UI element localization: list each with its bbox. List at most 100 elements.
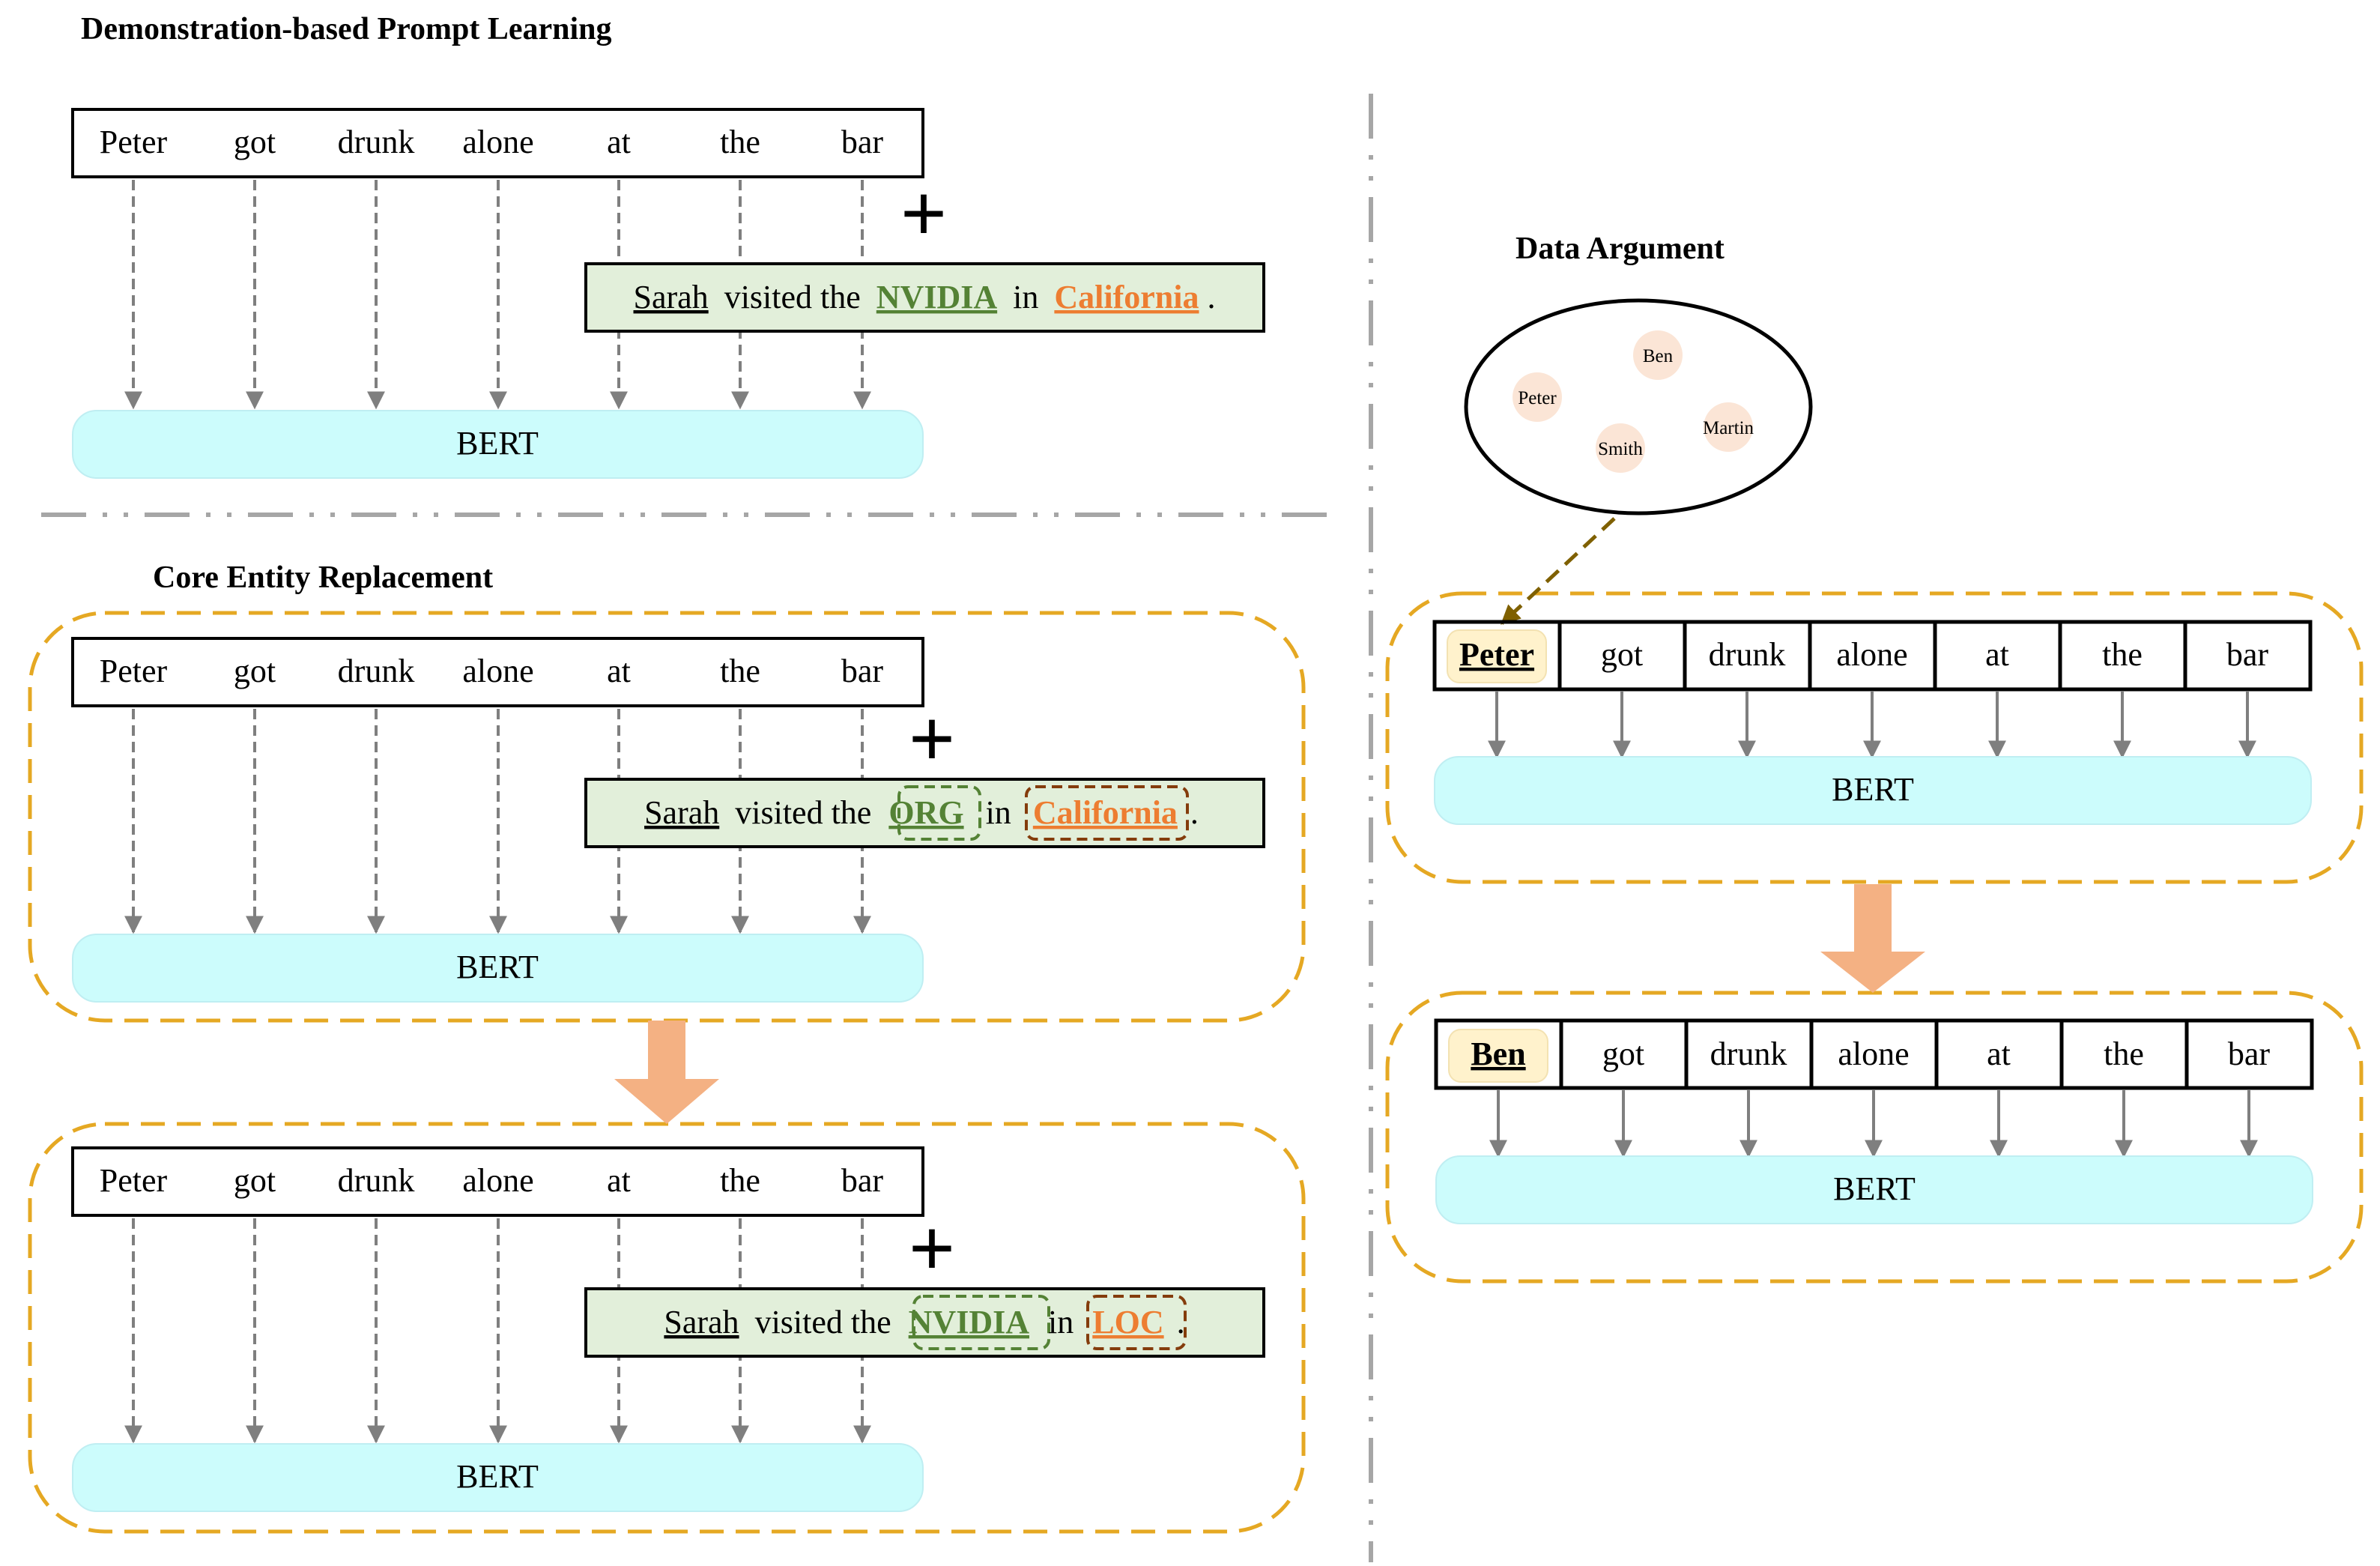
loc-mask-box xyxy=(1025,785,1189,841)
name-pool-label: Smith xyxy=(1598,439,1643,459)
demo-name: Sarah xyxy=(664,1304,739,1340)
token-arrows xyxy=(124,180,871,410)
bert-encoder xyxy=(72,934,924,1003)
demonstration-sentence: Sarah visited the ORG in California . xyxy=(644,794,1199,831)
token: got xyxy=(1601,636,1643,673)
token-arrows xyxy=(124,1218,871,1444)
token-highlight xyxy=(1447,629,1547,683)
bert-label: BERT xyxy=(456,949,539,985)
token-cells xyxy=(1434,1018,2314,1090)
token: bar xyxy=(841,124,884,160)
token-augmented: Ben xyxy=(1471,1036,1525,1072)
core-replaced-block: Peter got drunk alone at the bar + Sarah… xyxy=(71,1146,1265,1512)
core-original-block: Peter got drunk alone at the bar + Sarah… xyxy=(71,637,1265,1003)
token: got xyxy=(234,1162,276,1199)
name-pool-label: Ben xyxy=(1643,346,1674,366)
token: bar xyxy=(2226,636,2269,673)
token-arrows xyxy=(1489,1090,2258,1158)
panel-aug-original xyxy=(1385,591,2364,884)
aug-original-block: Peter got drunk alone at the bar BERT xyxy=(1432,620,2313,825)
title-data-argument: Data Argument xyxy=(1515,232,1725,266)
org-mask-box xyxy=(912,1295,1050,1350)
demo-org: NVIDIA xyxy=(909,1304,1030,1340)
token: at xyxy=(607,124,631,160)
demo-period: . xyxy=(1177,1304,1185,1340)
name-pool-bubble: Martin xyxy=(1703,402,1754,452)
token: alone xyxy=(1838,1036,1909,1072)
demo-verb: visited the xyxy=(724,279,861,315)
sentence-tokens: Peter got drunk alone at the bar xyxy=(100,124,884,160)
sentence-tokens: Peter got drunk alone at the bar xyxy=(100,1162,884,1199)
token-replaced: Peter xyxy=(1459,636,1534,673)
bert-encoder xyxy=(1435,1155,2313,1224)
token: drunk xyxy=(338,653,415,689)
demo-verb: visited the xyxy=(755,1304,891,1340)
token: bar xyxy=(841,653,884,689)
name-pool-label: Martin xyxy=(1703,418,1754,438)
demo-name: Sarah xyxy=(644,794,719,831)
name-pool-bubble: Ben xyxy=(1633,330,1683,380)
sentence-tokens: Peter got drunk alone at the bar xyxy=(100,653,884,689)
title-core-entity-replacement: Core Entity Replacement xyxy=(153,560,493,595)
name-pool-ellipse xyxy=(1464,298,1813,516)
demonstration-box xyxy=(584,262,1265,333)
name-pool-bubble: Smith xyxy=(1596,423,1645,473)
demo-loc: California xyxy=(1033,794,1178,831)
sentence-box xyxy=(71,637,924,707)
flow-arrow-augmentation xyxy=(1820,884,1925,993)
token: got xyxy=(234,653,276,689)
token: bar xyxy=(2228,1036,2271,1072)
org-mask-box xyxy=(897,785,981,841)
token: alone xyxy=(462,1162,533,1199)
demo-loc: California xyxy=(1054,279,1199,315)
demo-block: Peter got drunk alone at the bar + Sarah… xyxy=(71,108,1265,479)
demo-prep: in xyxy=(1013,279,1038,315)
demonstration-box xyxy=(584,778,1265,848)
token: the xyxy=(2104,1036,2144,1072)
demo-prep: in xyxy=(1048,1304,1074,1340)
token: drunk xyxy=(1709,636,1786,673)
bert-label: BERT xyxy=(456,425,539,462)
panel-aug-augmented xyxy=(1385,991,2364,1284)
token: Peter xyxy=(100,653,168,689)
token: alone xyxy=(1836,636,1907,673)
token-arrows xyxy=(1488,691,2256,759)
token: the xyxy=(720,124,760,160)
demo-prep: in xyxy=(986,794,1011,831)
bert-encoder xyxy=(72,1443,924,1512)
token: bar xyxy=(841,1162,884,1199)
demonstration-sentence: Sarah visited the NVIDIA in California . xyxy=(634,279,1216,315)
title-demonstration: Demonstration-based Prompt Learning xyxy=(81,12,612,46)
bert-label: BERT xyxy=(1833,1170,1916,1207)
demo-org: ORG xyxy=(888,794,963,831)
token: the xyxy=(720,653,760,689)
name-pool-bubble: Peter xyxy=(1513,372,1562,422)
token: got xyxy=(234,124,276,160)
bert-encoder xyxy=(1434,756,2312,825)
token: Peter xyxy=(100,124,168,160)
demo-name: Sarah xyxy=(634,279,709,315)
token: drunk xyxy=(338,124,415,160)
token: got xyxy=(1602,1036,1644,1072)
token: at xyxy=(1987,1036,2011,1072)
plus-icon: + xyxy=(900,168,948,259)
demo-verb: visited the xyxy=(735,794,871,831)
demo-period: . xyxy=(1207,279,1215,315)
sampling-arrow xyxy=(1501,517,1616,625)
token-highlight xyxy=(1448,1029,1548,1083)
token: at xyxy=(607,653,631,689)
sentence-box xyxy=(71,1146,924,1217)
sentence-box xyxy=(71,108,924,178)
token: alone xyxy=(462,653,533,689)
demo-org: NVIDIA xyxy=(876,279,998,315)
token-arrows xyxy=(124,709,871,934)
plus-icon: + xyxy=(909,1203,956,1294)
demo-loc: LOC xyxy=(1092,1304,1163,1340)
token: at xyxy=(607,1162,631,1199)
token-cells xyxy=(1432,620,2313,692)
token: drunk xyxy=(1710,1036,1787,1072)
token: Peter xyxy=(100,1162,168,1199)
demonstration-sentence: Sarah visited the NVIDIA in LOC . xyxy=(664,1304,1184,1340)
token: at xyxy=(1985,636,2009,673)
